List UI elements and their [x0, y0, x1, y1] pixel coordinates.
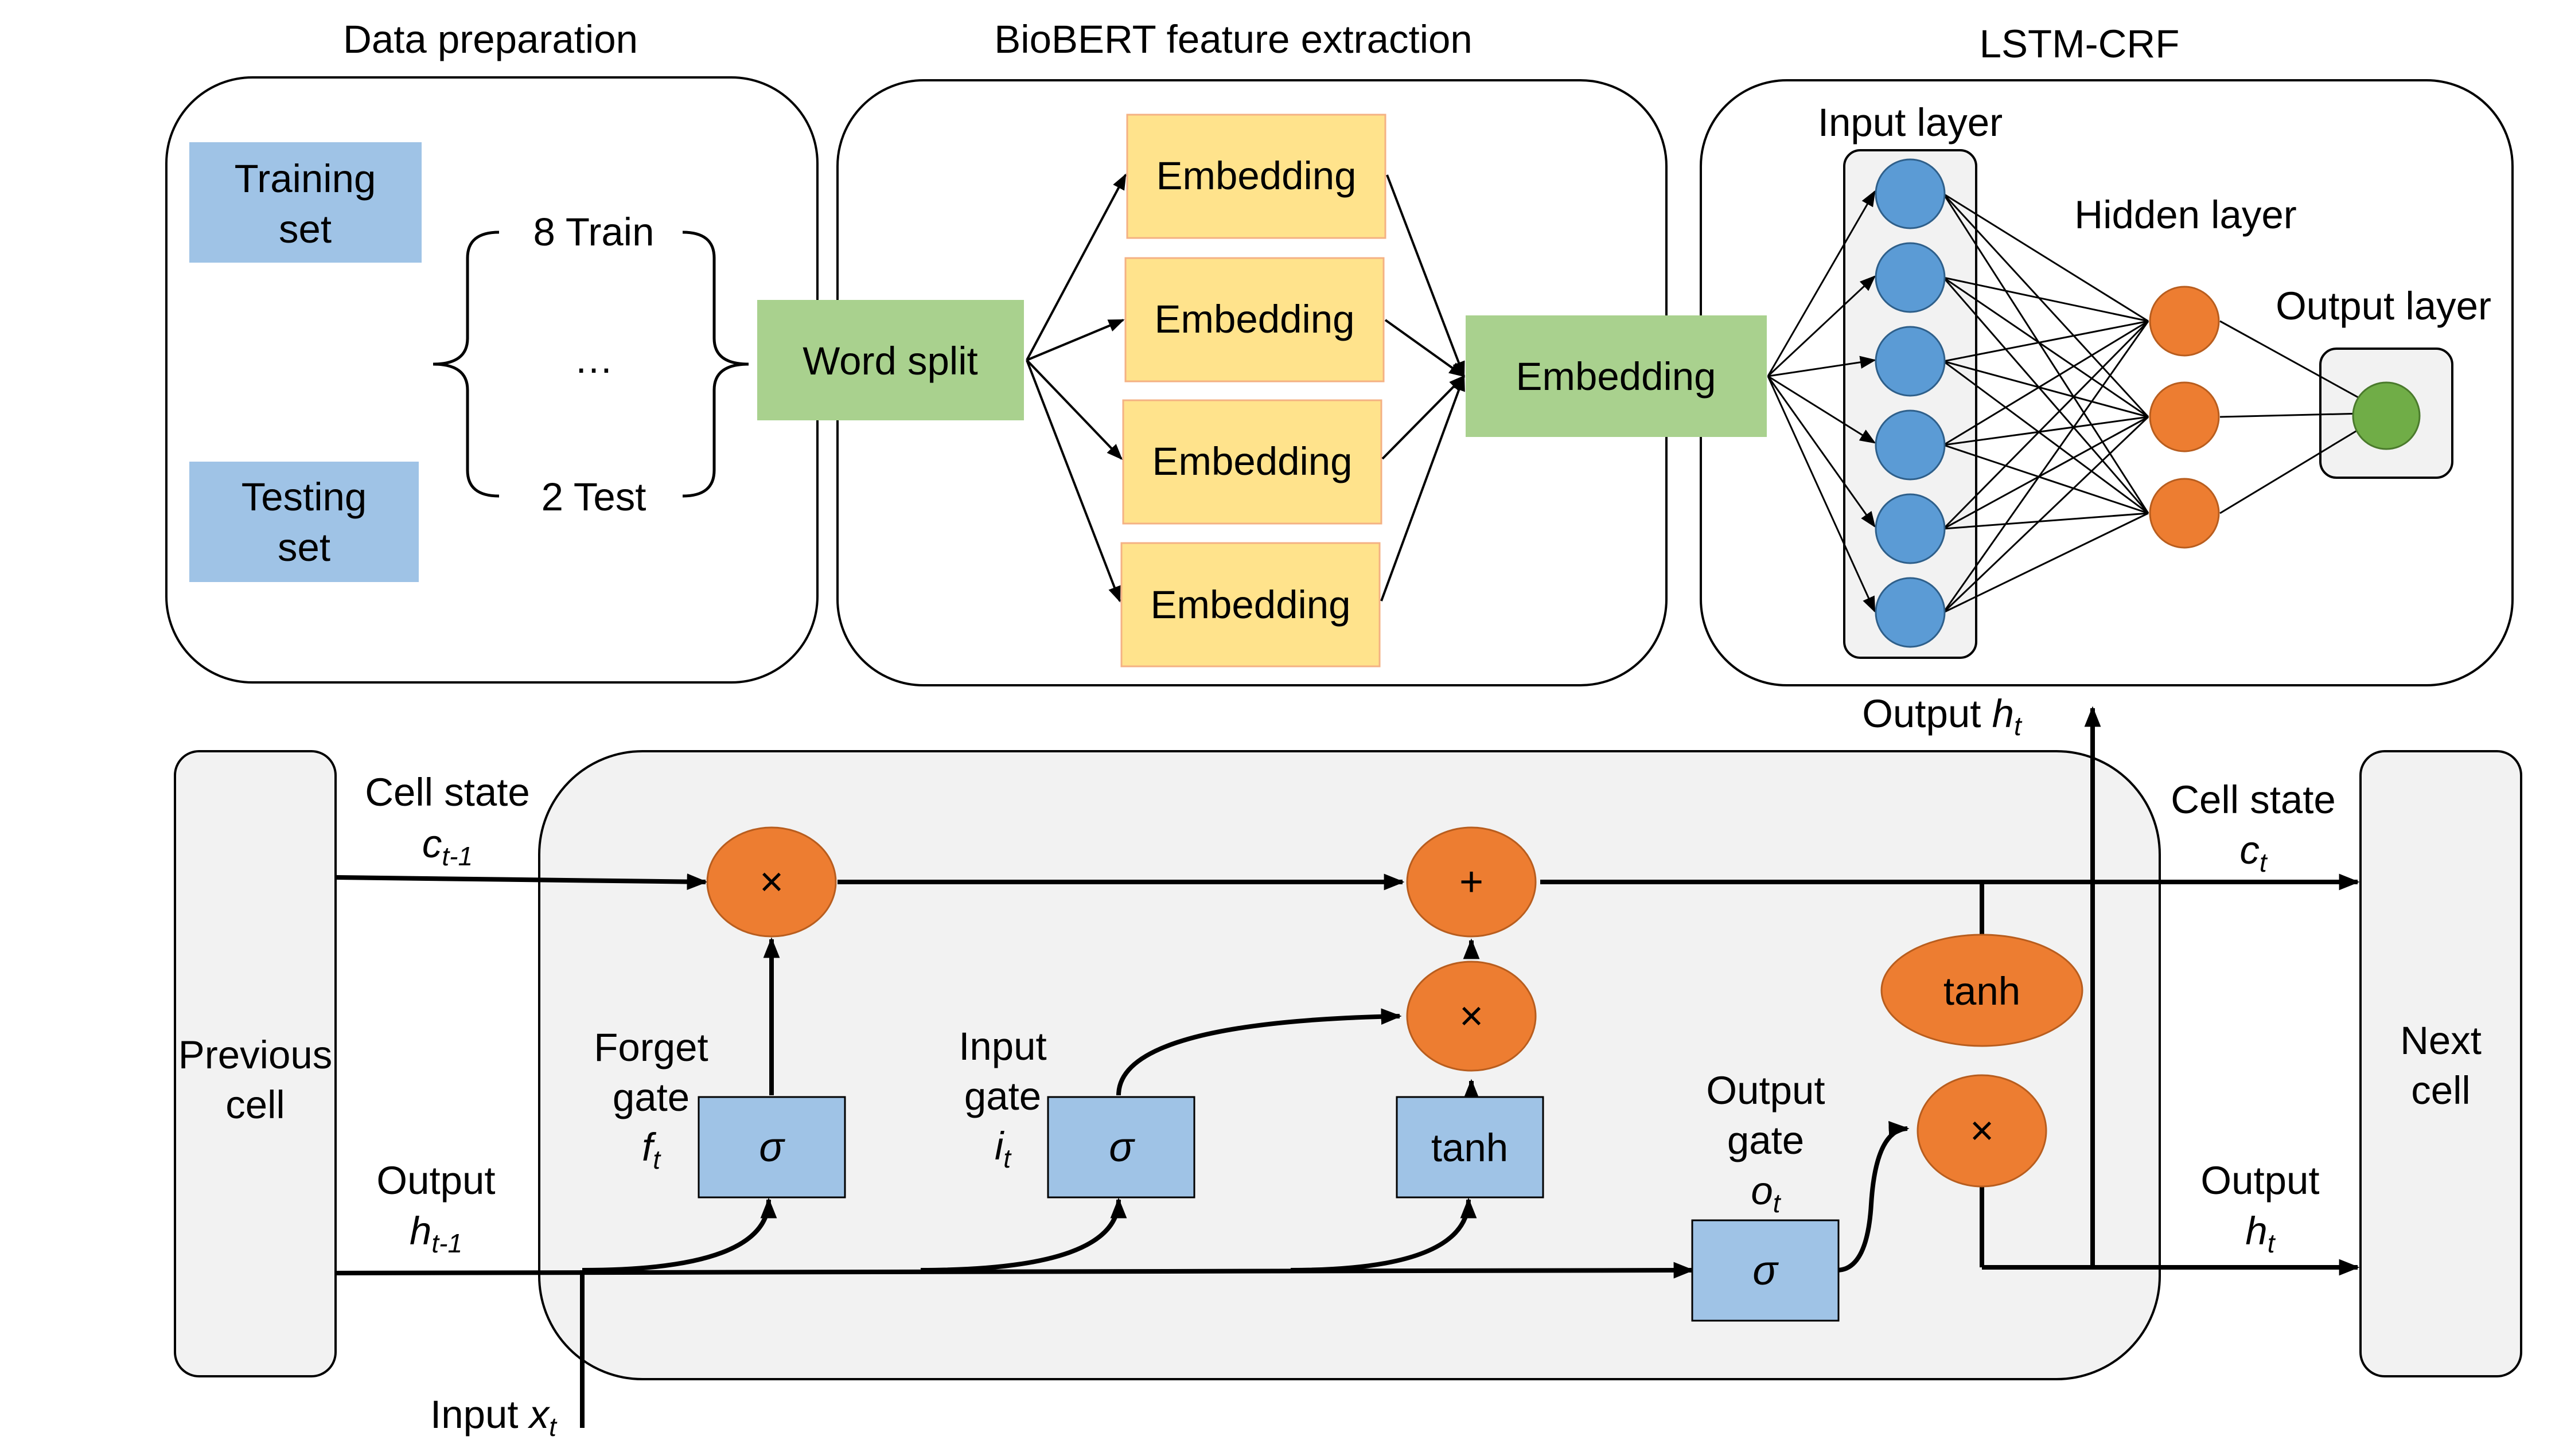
embedding-label-3: Embedding	[1152, 439, 1352, 483]
word-split-box	[757, 300, 1024, 420]
testing-set-box	[189, 462, 419, 582]
input-gate-label-2: gate	[964, 1074, 1041, 1118]
embedding-box-3	[1122, 399, 1382, 525]
embedding-label-4: Embedding	[1150, 583, 1350, 627]
forget-gate-sigma: σ	[759, 1125, 785, 1170]
input-node-3	[1875, 326, 1946, 397]
ellipsis-label: …	[574, 337, 614, 381]
tanh-cell-node	[1880, 934, 2083, 1047]
cell-state-in-label: Cell state	[365, 770, 530, 814]
output-top-label: Output ht	[1862, 692, 2023, 741]
output-multiply-symbol: ×	[1970, 1108, 1994, 1154]
hidden-layer-label: Hidden layer	[2074, 193, 2296, 237]
embedding-box-2	[1124, 257, 1385, 382]
output-node	[2352, 381, 2421, 450]
output-gate-var: ot	[1751, 1169, 1781, 1218]
testing-set-label-2: set	[278, 525, 330, 569]
input-node-2	[1875, 242, 1946, 313]
section-title-lstm-crf: LSTM-CRF	[1980, 22, 2180, 66]
left-brace	[433, 231, 500, 498]
previous-cell-box	[174, 750, 337, 1377]
next-cell-label: Next	[2400, 1018, 2482, 1063]
merged-embedding-label: Embedding	[1516, 354, 1716, 399]
next-cell-box	[2359, 750, 2522, 1377]
previous-cell-label: Previous	[178, 1033, 332, 1077]
network-edges	[1767, 190, 2387, 614]
forget-gate-box	[698, 1096, 846, 1199]
forget-multiply-symbol: ×	[759, 859, 784, 905]
train-split-label: 8 Train	[533, 210, 655, 254]
output-multiply-node	[1917, 1074, 2047, 1188]
embedding-label-1: Embedding	[1156, 154, 1356, 198]
input-gate-label: Input	[959, 1024, 1046, 1068]
training-set-label-2: set	[279, 207, 332, 251]
output-gate-box	[1691, 1219, 1840, 1322]
cell-plus-node	[1406, 826, 1537, 938]
input-gate-box	[1047, 1096, 1195, 1199]
cell-state-out-var: ct	[2239, 828, 2268, 877]
output-layer-label: Output layer	[2276, 284, 2491, 328]
embedding-label-2: Embedding	[1154, 297, 1354, 341]
output-out-var: ht	[2245, 1209, 2276, 1258]
forget-gate-label: Forget	[594, 1025, 708, 1069]
hidden-node-1	[2149, 286, 2220, 357]
input-node-5	[1875, 493, 1946, 564]
hidden-node-2	[2149, 381, 2220, 452]
training-set-box	[189, 142, 422, 263]
previous-cell-label-2: cell	[225, 1083, 285, 1127]
hidden-node-3	[2149, 478, 2220, 549]
training-set-label: Training	[235, 157, 376, 201]
output-gate-sigma: σ	[1752, 1248, 1779, 1294]
right-brace	[682, 231, 749, 498]
input-multiply-node	[1406, 961, 1537, 1072]
embedding-to-merged-arrows	[1380, 174, 1466, 602]
section-title-biobert: BioBERT feature extraction	[994, 17, 1473, 61]
input-layer-nodes	[1875, 158, 1946, 648]
hidden-layer-nodes	[2149, 286, 2220, 549]
output-gate-label: Output	[1706, 1068, 1825, 1113]
output-in-label: Output	[376, 1158, 495, 1203]
merged-embedding-box	[1466, 315, 1767, 437]
input-xt-label: Input xt	[430, 1392, 558, 1442]
input-multiply-symbol: ×	[1459, 993, 1483, 1039]
input-node-6	[1875, 577, 1946, 648]
next-cell-label-2: cell	[2411, 1068, 2471, 1113]
output-gate-label-2: gate	[1727, 1118, 1804, 1162]
forget-gate-label-2: gate	[613, 1075, 690, 1119]
cell-state-in-var: ct-1	[422, 822, 473, 871]
section-title-data-preparation: Data preparation	[343, 17, 638, 61]
word-split-label: Word split	[803, 339, 977, 383]
output-out-label: Output	[2200, 1158, 2319, 1203]
word-split-to-embedding-arrows	[1026, 173, 1127, 603]
cell-state-out-label: Cell state	[2171, 778, 2336, 822]
embedding-box-4	[1120, 542, 1381, 668]
lstm-flow-lines	[335, 706, 2360, 1428]
input-node-4	[1875, 409, 1946, 481]
test-split-label: 2 Test	[542, 475, 646, 519]
forget-multiply-node	[706, 826, 837, 938]
input-gate-var: it	[995, 1124, 1012, 1173]
input-layer-label: Input layer	[1818, 100, 2003, 145]
input-gate-sigma: σ	[1109, 1125, 1135, 1170]
tanh-gate-label: tanh	[1431, 1126, 1508, 1170]
input-node-1	[1875, 158, 1946, 229]
cell-plus-symbol: +	[1459, 859, 1483, 905]
embedding-box-1	[1126, 114, 1386, 239]
testing-set-label: Testing	[242, 475, 367, 519]
output-in-var: ht-1	[410, 1209, 462, 1258]
tanh-gate-box	[1396, 1096, 1544, 1199]
tanh-cell-label: tanh	[1943, 969, 2020, 1013]
